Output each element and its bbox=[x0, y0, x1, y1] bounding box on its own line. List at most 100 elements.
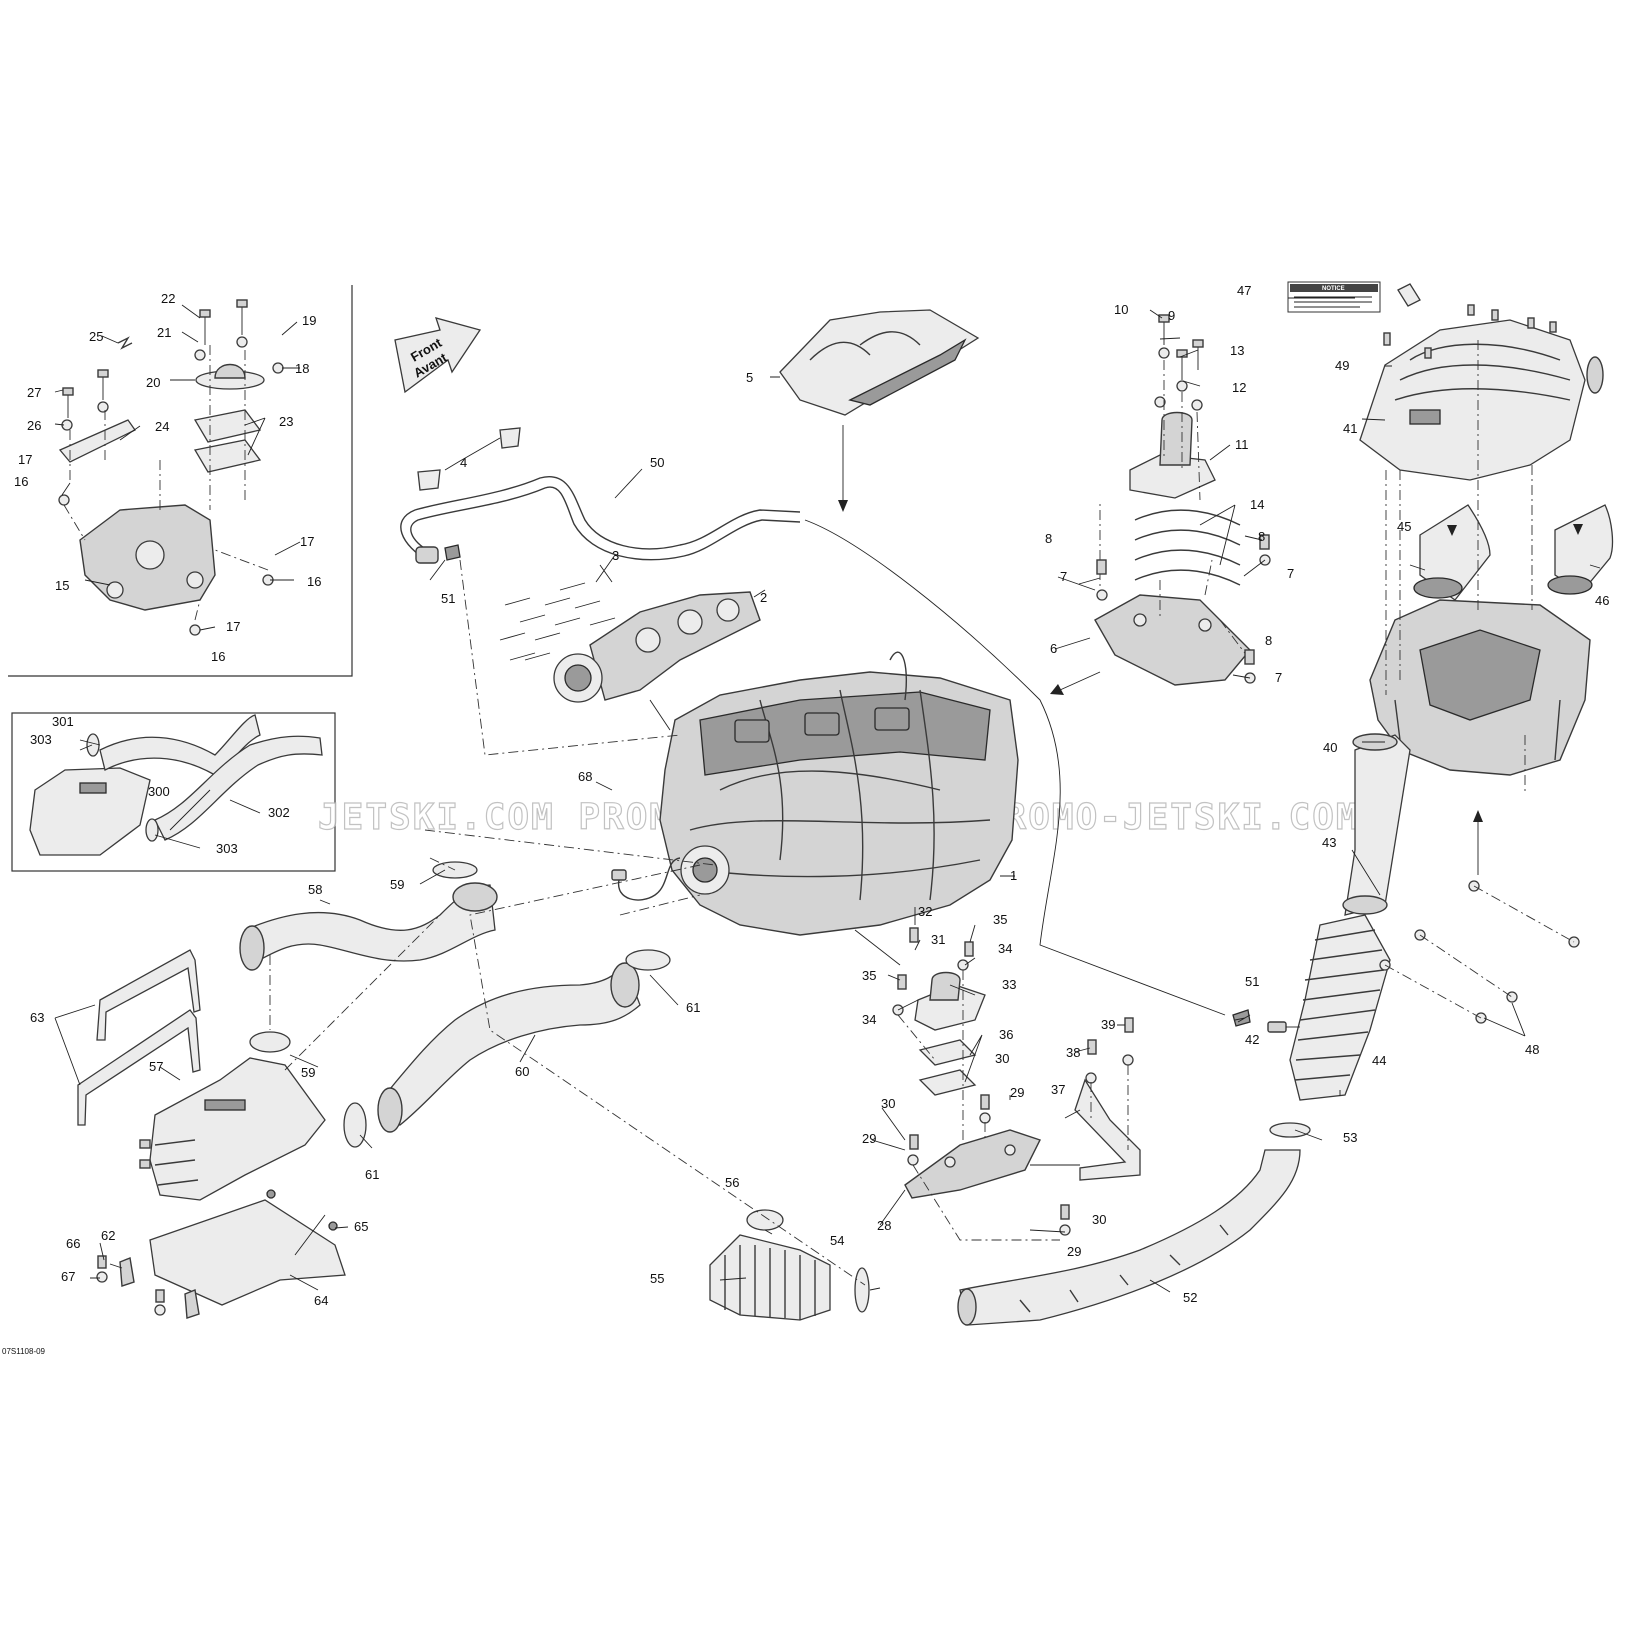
clamp-303a bbox=[86, 733, 100, 757]
hose-60 bbox=[377, 962, 641, 1133]
rubber-mount-20 bbox=[195, 363, 265, 390]
svg-text:NOTICE: NOTICE bbox=[1322, 286, 1345, 292]
bracket-37 bbox=[1074, 1078, 1141, 1181]
callout-17c: 17 bbox=[226, 619, 240, 634]
boot-43 bbox=[1342, 733, 1411, 916]
arrow-airbox-head bbox=[1473, 810, 1483, 822]
bolt-27b bbox=[97, 369, 109, 400]
callout-301: 301 bbox=[52, 714, 74, 729]
clamp-61a bbox=[625, 949, 671, 971]
arrow-mount-to-engine bbox=[1059, 671, 1101, 691]
rubber-mount-11 bbox=[1129, 411, 1216, 499]
callout-24: 24 bbox=[155, 419, 169, 434]
callout-54: 54 bbox=[830, 1233, 844, 1248]
callout-9: 9 bbox=[1168, 308, 1175, 323]
bolt-27 bbox=[62, 387, 74, 418]
notice-label-47: NOTICE bbox=[1287, 281, 1421, 313]
clamp-54 bbox=[854, 1267, 870, 1313]
callout-8c: 8 bbox=[1265, 633, 1272, 648]
callout-38: 38 bbox=[1066, 1045, 1080, 1060]
callout-13: 13 bbox=[1230, 343, 1244, 358]
callout-50: 50 bbox=[650, 455, 664, 470]
callout-65: 65 bbox=[354, 1219, 368, 1234]
callout-29a: 29 bbox=[862, 1131, 876, 1146]
callout-302: 302 bbox=[268, 805, 290, 820]
engine-cover bbox=[779, 309, 980, 416]
callout-31: 31 bbox=[931, 932, 945, 947]
callout-35b: 35 bbox=[862, 968, 876, 983]
callout-7b: 7 bbox=[1287, 566, 1294, 581]
callout-11: 11 bbox=[1235, 437, 1249, 452]
callout-59b: 59 bbox=[301, 1065, 315, 1080]
inset-frame-intercooler-kit bbox=[11, 712, 336, 872]
callout-19: 19 bbox=[302, 313, 316, 328]
callout-45: 45 bbox=[1397, 519, 1411, 534]
dash-lines-center bbox=[897, 970, 1129, 1241]
callout-30a: 30 bbox=[881, 1096, 895, 1111]
callout-17b: 17 bbox=[300, 534, 314, 549]
arrow-mount-head bbox=[1050, 684, 1064, 695]
callout-2: 2 bbox=[760, 590, 767, 605]
spring-25 bbox=[117, 336, 133, 350]
hose-58 bbox=[239, 882, 498, 971]
clip-51a bbox=[444, 544, 461, 561]
manifold-studs bbox=[499, 582, 616, 661]
airbox-cover-41 bbox=[1359, 319, 1604, 481]
bellows-55 bbox=[709, 1234, 831, 1321]
callout-52: 52 bbox=[1183, 1290, 1197, 1305]
callout-17a: 17 bbox=[18, 452, 32, 467]
callout-16c: 16 bbox=[211, 649, 225, 664]
fitting-42 bbox=[1267, 1021, 1300, 1033]
bolts-9-13 bbox=[1154, 314, 1204, 411]
leader-50-to-airbox bbox=[804, 519, 1226, 1016]
dash-lines-main bbox=[269, 559, 866, 1286]
callout-26: 26 bbox=[27, 418, 41, 433]
callout-34a: 34 bbox=[998, 941, 1012, 956]
callout-39: 39 bbox=[1101, 1017, 1115, 1032]
rubber-mount-33 bbox=[914, 971, 986, 1031]
callout-29c: 29 bbox=[1067, 1244, 1081, 1259]
callout-53: 53 bbox=[1343, 1130, 1357, 1145]
springs-14 bbox=[1134, 509, 1241, 586]
callout-8b: 8 bbox=[1258, 529, 1265, 544]
engine-mount-bracket-15 bbox=[79, 504, 216, 611]
callout-23: 23 bbox=[279, 414, 293, 429]
dash-lines-studs bbox=[1384, 885, 1575, 1019]
callout-57: 57 bbox=[149, 1059, 163, 1074]
arrow-center-mount bbox=[854, 929, 901, 966]
callout-28: 28 bbox=[877, 1218, 891, 1233]
hose-clip-4b bbox=[499, 427, 521, 449]
shims-36 bbox=[918, 1039, 977, 1096]
clip-51b bbox=[1232, 1009, 1251, 1027]
callout-62: 62 bbox=[101, 1228, 115, 1243]
callout-7a: 7 bbox=[1060, 569, 1067, 584]
bolts-49 bbox=[1383, 304, 1557, 359]
callout-44: 44 bbox=[1372, 1053, 1386, 1068]
callout-5: 5 bbox=[746, 370, 753, 385]
callout-303a: 303 bbox=[30, 732, 52, 747]
callout-300: 300 bbox=[148, 784, 170, 799]
intercooler-300 bbox=[29, 767, 151, 856]
mount-plate-6 bbox=[1094, 594, 1251, 686]
callout-6: 6 bbox=[1050, 641, 1057, 656]
airbox-base-40 bbox=[1369, 599, 1591, 776]
callout-40: 40 bbox=[1323, 740, 1337, 755]
callout-8a: 8 bbox=[1045, 531, 1052, 546]
callout-27: 27 bbox=[27, 385, 41, 400]
tube-46 bbox=[1547, 504, 1614, 595]
brackets-62-67 bbox=[96, 1189, 338, 1319]
bellows-44 bbox=[1289, 914, 1391, 1101]
callout-36: 36 bbox=[999, 1027, 1013, 1042]
duct-52 bbox=[957, 1149, 1301, 1326]
callout-61b: 61 bbox=[365, 1167, 379, 1182]
arrow-45-head bbox=[1447, 525, 1457, 536]
callout-29b: 29 bbox=[1010, 1085, 1024, 1100]
callout-34b: 34 bbox=[862, 1012, 876, 1027]
hose-302 bbox=[154, 735, 323, 841]
callout-61a: 61 bbox=[686, 1000, 700, 1015]
tube-45 bbox=[1413, 504, 1491, 601]
callout-15: 15 bbox=[55, 578, 69, 593]
callout-303b: 303 bbox=[216, 841, 238, 856]
arrow-46-head bbox=[1573, 524, 1583, 535]
callout-25: 25 bbox=[89, 329, 103, 344]
